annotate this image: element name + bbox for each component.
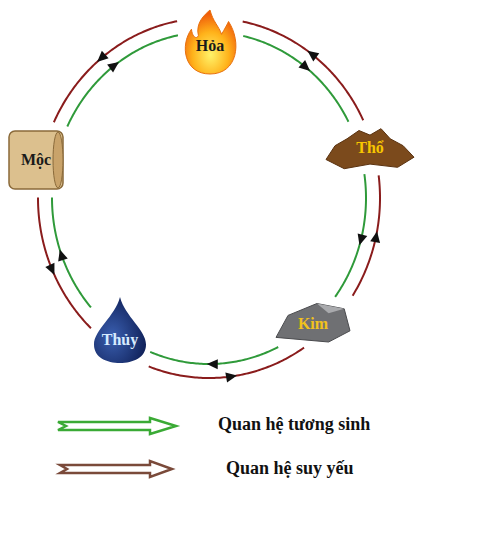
arc-line	[243, 36, 348, 122]
generating-arc	[52, 198, 91, 308]
element-name: Mộc	[21, 151, 51, 169]
arrow-head	[58, 250, 68, 262]
arrow-head	[370, 231, 380, 243]
arrow-head	[299, 60, 311, 71]
arrow-head	[358, 233, 368, 245]
earth-element: Thổ	[324, 125, 416, 171]
weakening-arc	[243, 22, 364, 121]
element-name: Kim	[298, 315, 328, 333]
arc-line	[38, 197, 91, 328]
generating-arc	[243, 36, 348, 122]
arrow-head	[107, 62, 119, 73]
weakening-arc	[149, 348, 304, 383]
legend-label: Quan hệ suy yếu	[226, 458, 354, 479]
arc-line	[67, 35, 178, 126]
arc-line	[52, 198, 91, 308]
legend-brown-arrow	[60, 461, 172, 477]
legend-label: Quan hệ tương sinh	[218, 414, 370, 435]
weakening-arc	[38, 197, 91, 328]
generating-arc	[67, 35, 178, 126]
weakening-arc	[54, 21, 177, 122]
arrow-head	[225, 373, 237, 383]
element-name: Thủy	[102, 331, 138, 349]
water-drop	[94, 297, 146, 363]
legend-green-arrow	[58, 418, 176, 434]
wood-end	[53, 132, 63, 188]
metal-highlight	[317, 304, 344, 314]
element-name: Thổ	[356, 139, 384, 157]
arrow-head	[207, 359, 218, 369]
arrow-head	[307, 51, 319, 62]
arc-line	[243, 22, 364, 121]
wood-element: Mộc	[8, 127, 64, 193]
metal-rock	[276, 304, 350, 342]
weakening-arc	[353, 175, 380, 295]
arc-line	[54, 21, 177, 122]
water-element: Thủy	[94, 297, 146, 363]
metal-element: Kim	[274, 300, 352, 344]
fire-flame	[185, 10, 236, 74]
earth-mound	[326, 129, 414, 169]
fire-element: Hỏa	[181, 10, 239, 74]
wood-log	[9, 131, 63, 189]
water-illustration	[94, 297, 146, 363]
arrow-head	[45, 263, 54, 275]
arrow-head	[97, 51, 108, 62]
generating-arc	[150, 347, 278, 369]
element-name: Hỏa	[196, 37, 224, 55]
arc-line	[353, 175, 380, 295]
